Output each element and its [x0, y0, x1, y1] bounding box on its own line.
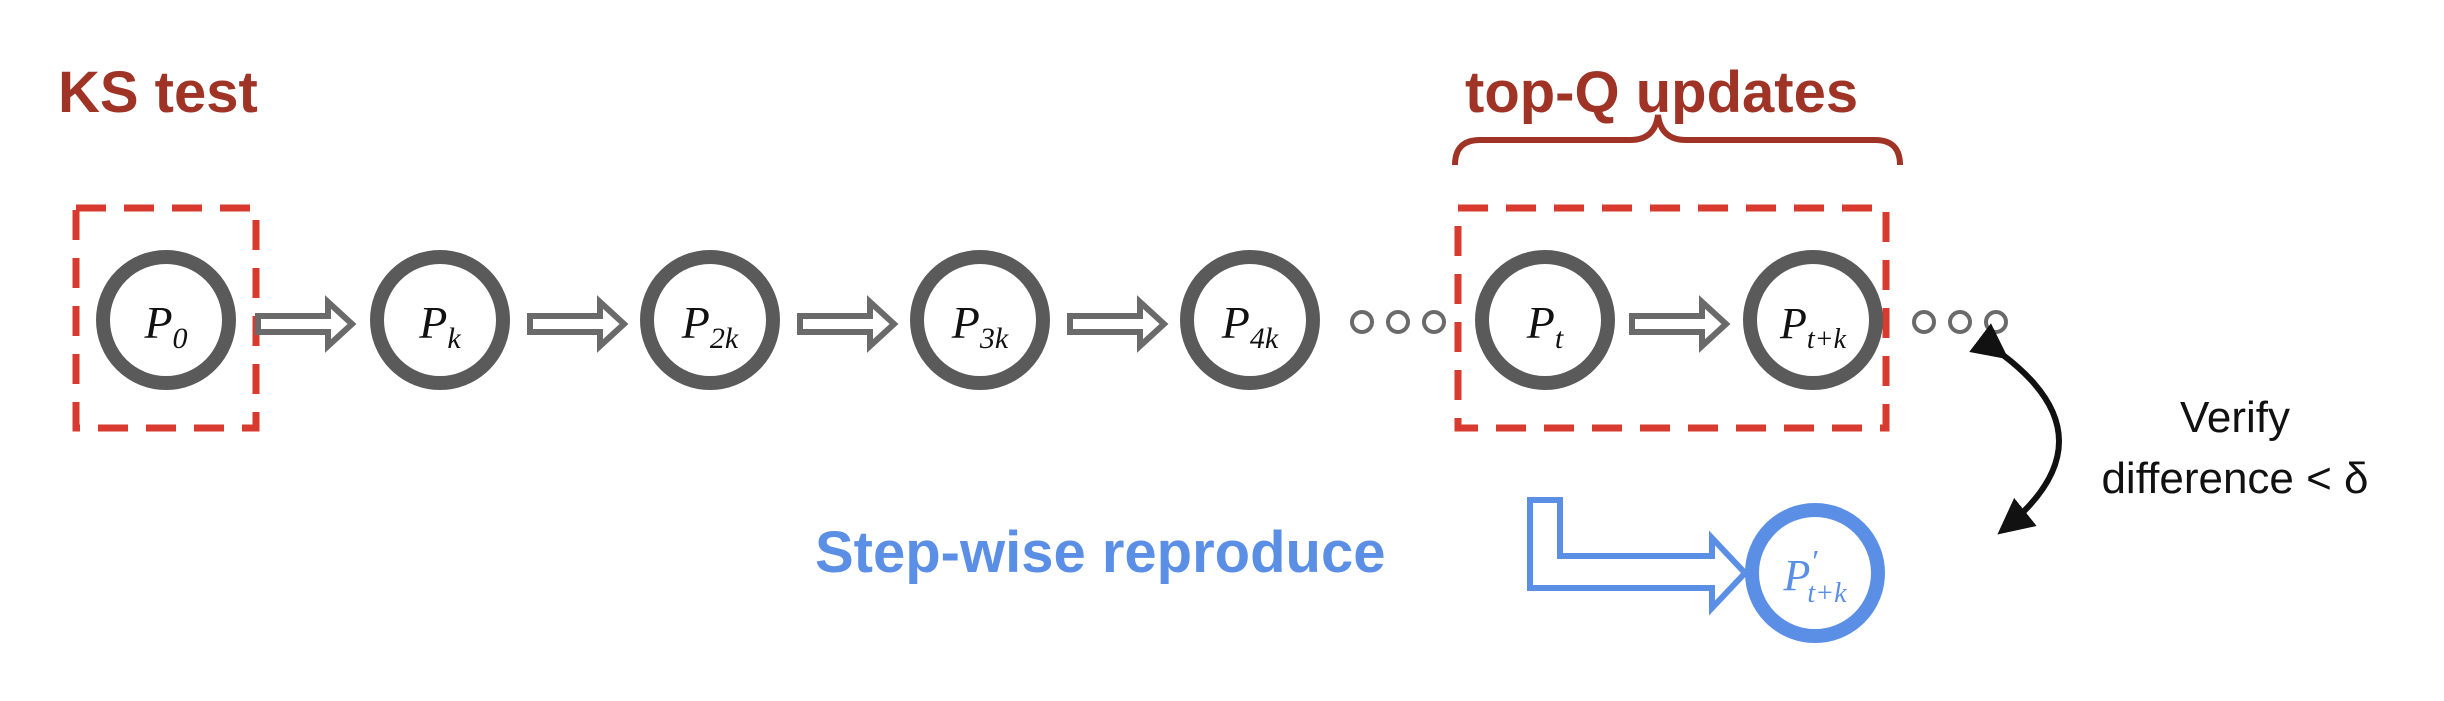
- svg-text:P0: P0: [143, 297, 187, 355]
- arrow-p0-pk: [255, 295, 357, 353]
- node-ptk-prime: P′t+k: [1745, 503, 1885, 643]
- top-q-brace: [1452, 114, 1903, 166]
- svg-text:Pk: Pk: [418, 297, 461, 355]
- top-q-updates-label: top-Q updates: [1465, 60, 1858, 125]
- node-pt: Pt: [1475, 250, 1615, 390]
- ks-test-label: KS test: [58, 60, 258, 125]
- arrow-p2k-p3k: [797, 295, 899, 353]
- svg-text:P4k: P4k: [1221, 297, 1279, 355]
- node-p2k: P2k: [640, 250, 780, 390]
- arrow-p3k-p4k: [1067, 295, 1169, 353]
- node-p3k: P3k: [910, 250, 1050, 390]
- stepwise-reproduce-label: Step-wise reproduce: [815, 520, 1385, 585]
- node-p0: P0: [96, 250, 236, 390]
- node-p4k: P4k: [1180, 250, 1320, 390]
- arrow-pt-ptk: [1629, 295, 1731, 353]
- svg-text:P2k: P2k: [681, 297, 739, 355]
- node-pk: Pk: [370, 250, 510, 390]
- svg-text:Pt: Pt: [1526, 297, 1564, 355]
- verify-double-arrow: [1969, 323, 2062, 535]
- blue-elbow-arrow: [1527, 497, 1750, 616]
- ellipsis-dots-right: [1912, 310, 2008, 334]
- ellipsis-dots-middle: [1350, 310, 1446, 334]
- node-ptk: Pt+k: [1743, 250, 1883, 390]
- arrow-pk-p2k: [527, 295, 629, 353]
- verify-label-line2: difference < δ: [2101, 454, 2368, 503]
- svg-text:P3k: P3k: [951, 297, 1009, 355]
- svg-text:P′t+k: P′t+k: [1783, 543, 1848, 609]
- chain-arrows: [255, 295, 1731, 353]
- svg-text:Pt+k: Pt+k: [1779, 299, 1847, 355]
- top-q-box: [1454, 204, 1890, 432]
- verify-label-line1: Verify: [2180, 393, 2290, 442]
